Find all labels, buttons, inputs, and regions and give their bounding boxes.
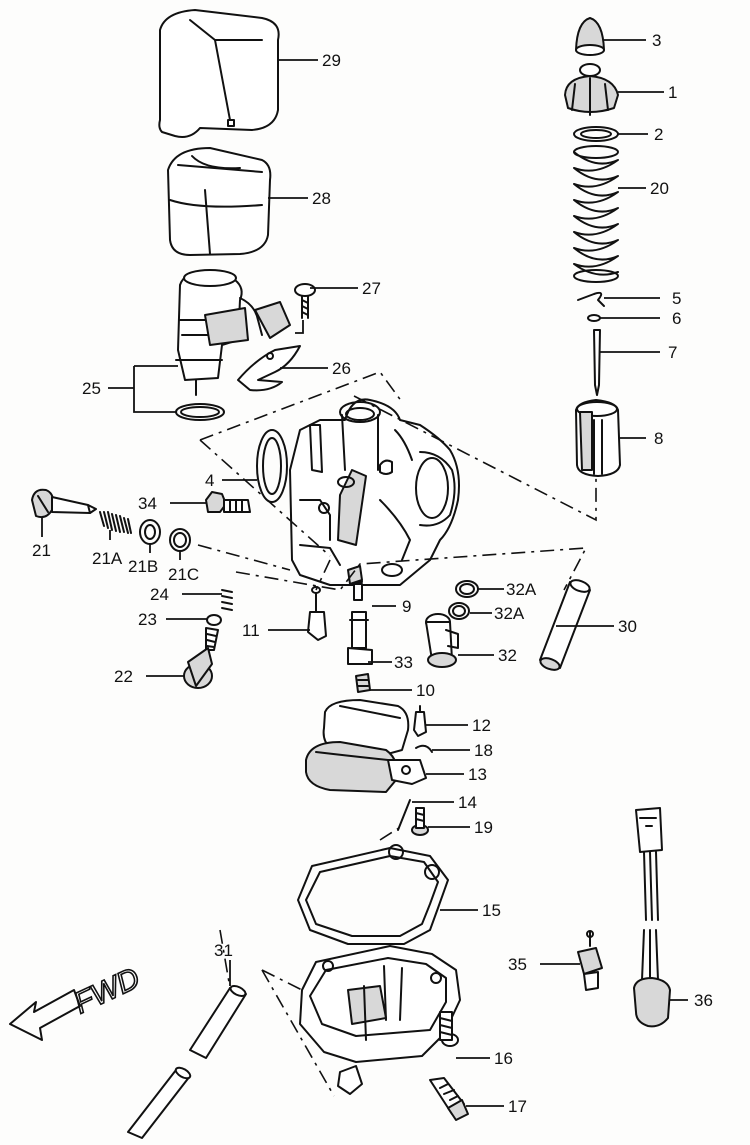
part-28-cover — [167, 147, 272, 256]
part-19-screw — [411, 807, 429, 836]
part-7-needle — [593, 329, 601, 396]
callout-19: 19 — [474, 818, 493, 837]
callout-21c: 21C — [168, 565, 199, 584]
part-17-drain-screw — [429, 1077, 469, 1121]
forward-arrow — [9, 989, 81, 1041]
callout-32a-lower: 32A — [494, 604, 525, 623]
callout-31: 31 — [214, 941, 233, 960]
part-8-throttle-valve — [575, 399, 621, 477]
part-5-clip — [577, 291, 605, 307]
callout-5: 5 — [672, 289, 681, 308]
part-9-jet — [347, 565, 363, 601]
part-12-float-needle — [413, 705, 427, 737]
part-18-clip — [415, 744, 433, 753]
callout-34: 34 — [138, 494, 157, 513]
callout-21b: 21B — [128, 557, 158, 576]
part-10-main-jet — [355, 673, 371, 693]
callout-18: 18 — [474, 741, 493, 760]
part-32a-o-ring-lower — [448, 602, 470, 620]
part-21b-washer — [139, 519, 161, 545]
callout-6: 6 — [672, 309, 681, 328]
callout-29: 29 — [322, 51, 341, 70]
part-4-gasket — [256, 429, 288, 503]
callout-1: 1 — [668, 83, 677, 102]
callout-23: 23 — [138, 610, 157, 629]
callout-13: 13 — [468, 765, 487, 784]
part-35-sensor — [577, 930, 603, 991]
callout-28: 28 — [312, 189, 331, 208]
part-21a-spring — [99, 511, 132, 534]
callout-17: 17 — [508, 1097, 527, 1116]
part-11-pilot-jet — [307, 586, 327, 641]
callout-7: 7 — [668, 343, 677, 362]
part-15-gasket — [297, 844, 449, 945]
callout-21a: 21A — [92, 549, 123, 568]
part-27-screw — [294, 283, 316, 319]
callout-8: 8 — [654, 429, 663, 448]
callout-15: 15 — [482, 901, 501, 920]
assembly-lines — [197, 371, 597, 1097]
part-31-hose — [127, 985, 247, 1139]
part-16-screw — [439, 1011, 459, 1047]
part-3-cap — [575, 17, 605, 56]
callout-21: 21 — [32, 541, 51, 560]
callout-14: 14 — [458, 793, 477, 812]
part-36-connector — [633, 807, 671, 1028]
callout-2: 2 — [654, 125, 663, 144]
callout-20: 20 — [650, 179, 669, 198]
carburetor-body — [289, 398, 460, 586]
part-14-float-pin — [397, 799, 411, 831]
part-33-needle-jet — [347, 611, 373, 665]
part-22-idle-screw — [183, 627, 219, 689]
part-20-spring — [573, 145, 619, 283]
part-32-plunger — [425, 613, 459, 668]
callout-32: 32 — [498, 646, 517, 665]
callout-10: 10 — [416, 681, 435, 700]
callout-3: 3 — [652, 31, 661, 50]
part-6-ring — [587, 314, 601, 322]
part-25-auto-choke — [175, 269, 291, 421]
callout-11: 11 — [242, 621, 260, 640]
callout-9: 9 — [402, 597, 411, 616]
callout-36: 36 — [694, 991, 713, 1010]
callout-30: 30 — [618, 617, 637, 636]
float-bowl — [299, 945, 461, 1095]
callout-22: 22 — [114, 667, 133, 686]
part-21c-o-ring — [169, 528, 191, 552]
part-23-washer — [206, 614, 222, 626]
part-26-bracket — [237, 345, 301, 392]
leader-lines — [41, 39, 688, 1107]
callout-12: 12 — [472, 716, 491, 735]
callout-4: 4 — [205, 471, 214, 490]
callout-26: 26 — [332, 359, 351, 378]
part-13-float — [305, 699, 427, 793]
part-32a-o-ring-upper — [455, 580, 479, 598]
callout-27: 27 — [362, 279, 381, 298]
callout-16: 16 — [494, 1049, 513, 1068]
part-1-top-nut — [564, 63, 619, 116]
callout-24: 24 — [150, 585, 169, 604]
callout-35: 35 — [508, 955, 527, 974]
callout-32a-upper: 32A — [506, 580, 537, 599]
part-29-cover — [158, 9, 280, 138]
forward-label: FWD — [69, 962, 145, 1021]
part-30-tube — [539, 579, 591, 671]
part-2-washer — [573, 126, 619, 142]
callouts: 3 1 2 20 5 6 7 8 29 28 27 26 25 4 34 21 … — [32, 31, 713, 1116]
callout-33: 33 — [394, 653, 413, 672]
part-34-screw — [205, 491, 251, 513]
callout-25: 25 — [82, 379, 101, 398]
part-24-spring — [221, 589, 233, 611]
part-21-air-screw — [31, 488, 97, 519]
